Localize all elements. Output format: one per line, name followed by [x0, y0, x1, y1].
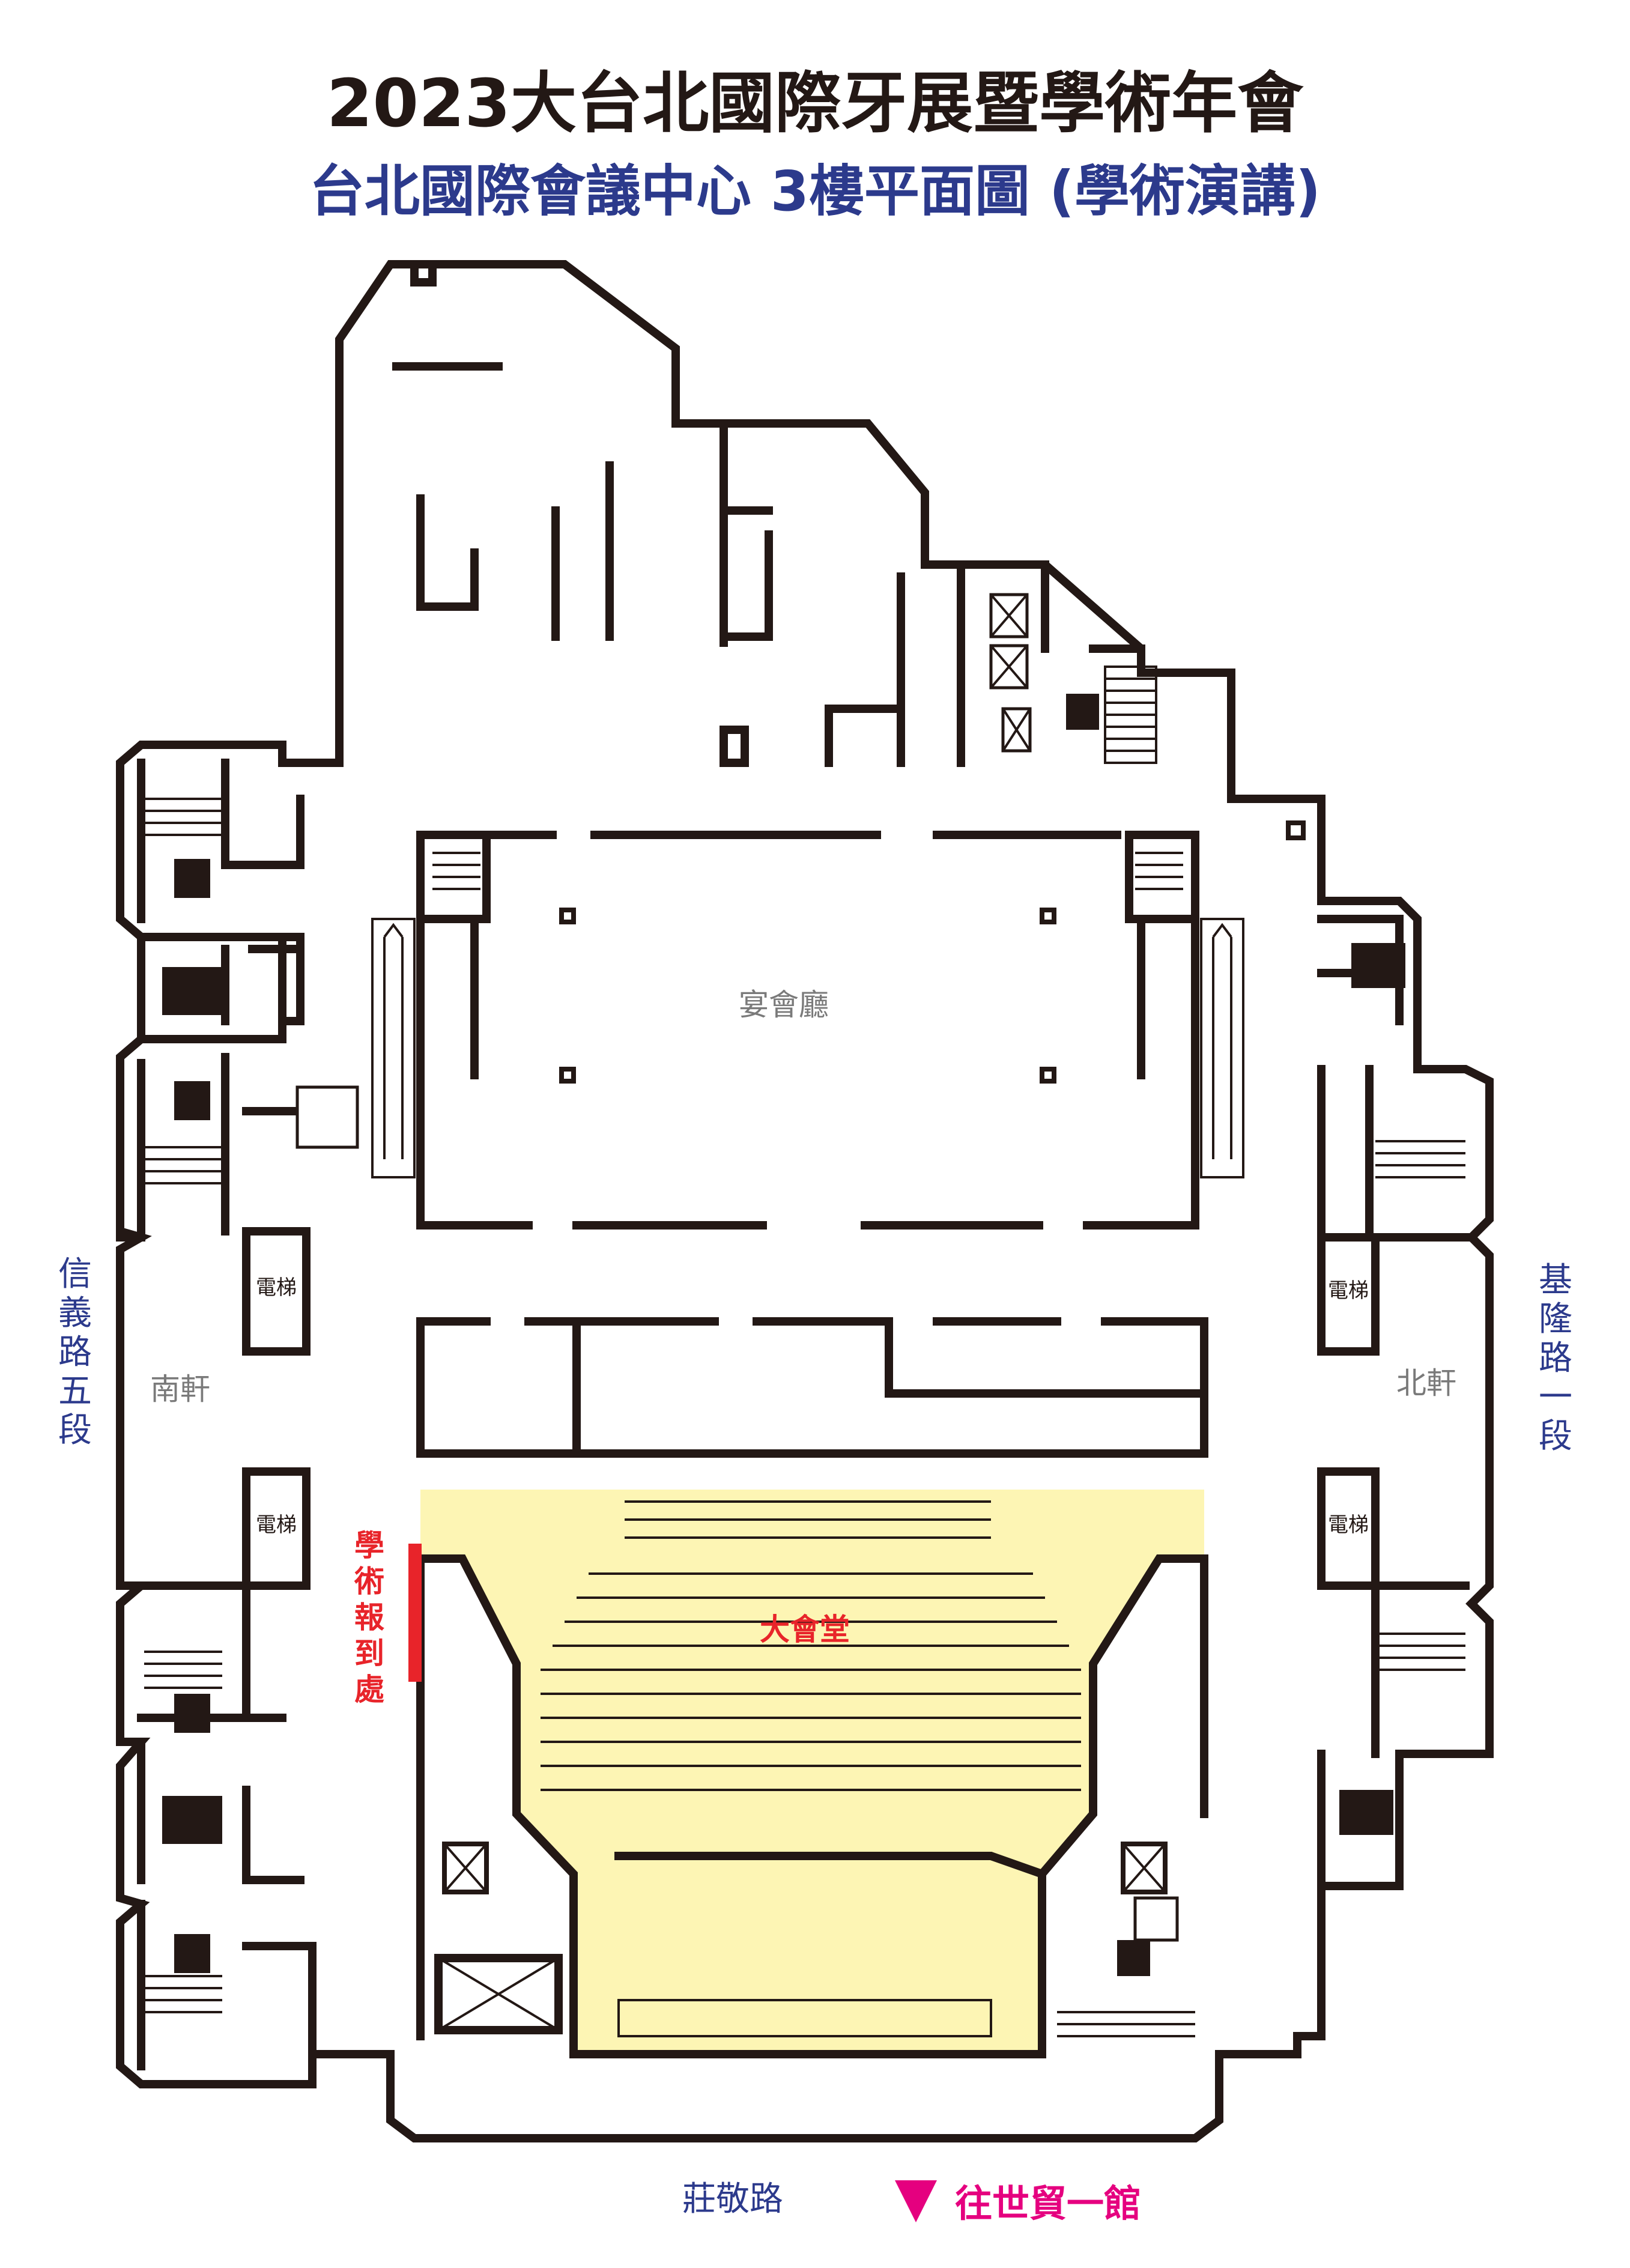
- east-stairs: [1057, 1140, 1465, 2037]
- escalator-icon: [371, 918, 416, 1178]
- registration-char: 術: [354, 1564, 384, 1599]
- stage-area: [617, 1999, 992, 2037]
- destination-label: 往世貿一館: [955, 2182, 1141, 2225]
- telephone-icon: [295, 1085, 359, 1149]
- west-street-label: 信 義 路 五 段: [58, 1255, 92, 1450]
- street-char: 路: [58, 1333, 92, 1372]
- banquet-column: [559, 1067, 576, 1084]
- stairs-treads: [1105, 678, 1156, 752]
- page-subtitle: 台北國際會議中心 3樓平面圖 (學術演講): [309, 159, 1321, 223]
- office-column: [720, 726, 749, 767]
- banquet-column: [1286, 820, 1306, 840]
- street-char: 路: [1539, 1339, 1572, 1378]
- stairs-treads: [432, 852, 480, 890]
- foyer-walls: [416, 1317, 1208, 1458]
- main-hall-area: [420, 1490, 1204, 2054]
- registration-desk: [408, 1544, 422, 1682]
- escalator-treads: [1212, 923, 1232, 1159]
- emergency-exit-icon: [174, 1081, 210, 1120]
- elevator-cross: [990, 644, 1028, 689]
- escalator-icon: [1200, 918, 1244, 1178]
- main-hall-label: 大會堂: [760, 1612, 850, 1647]
- elevator-label: 電梯: [256, 1276, 297, 1300]
- elevator-block: [242, 1227, 311, 1356]
- office-partitions: [392, 362, 1145, 767]
- street-char: 基: [1539, 1261, 1572, 1300]
- street-char: 一: [1539, 1378, 1572, 1417]
- emergency-exit-icon: [174, 1934, 210, 1973]
- emergency-exit-icon: [1066, 694, 1099, 730]
- elevator-label: 電梯: [1328, 1513, 1369, 1537]
- elevator-block: [242, 1467, 311, 1590]
- south-wing-label: 南軒: [150, 1372, 210, 1407]
- elevator-block: [1317, 1467, 1380, 1590]
- west-rooms: [116, 759, 317, 2070]
- registration-char: 到: [354, 1636, 384, 1671]
- stairs-icon: [1125, 831, 1199, 923]
- street-char: 五: [58, 1372, 92, 1411]
- registration-char: 報: [354, 1600, 384, 1635]
- elevator-cross: [990, 593, 1028, 638]
- restroom-icon: [1339, 1790, 1393, 1835]
- main-hall-walls: [416, 1554, 1208, 2058]
- office-column: [410, 260, 437, 287]
- north-office-block: [335, 260, 1235, 803]
- service-shaft-cross: [437, 1957, 560, 2031]
- stairs-treads: [1135, 852, 1183, 890]
- street-char: 信: [58, 1255, 92, 1294]
- registration-label: 學 術 報 到 處: [354, 1528, 384, 1707]
- banquet-column: [1040, 1067, 1056, 1084]
- street-char: 段: [58, 1411, 92, 1450]
- banquet-column: [559, 908, 576, 924]
- elevator-cross: [1122, 1843, 1166, 1893]
- banquet-hall-label: 宴會廳: [739, 987, 829, 1022]
- telephone-icon: [1133, 1896, 1179, 1942]
- west-stairs: [144, 798, 222, 2013]
- registration-char: 處: [354, 1672, 384, 1707]
- arrow-down-icon: [895, 2180, 937, 2222]
- page-title: 2023大台北國際牙展暨學術年會: [327, 65, 1304, 142]
- elevator-label: 電梯: [1328, 1279, 1369, 1303]
- restroom-icon: [1351, 943, 1405, 988]
- banquet-hall-walls: [416, 831, 1199, 1230]
- restroom-icon: [162, 1796, 222, 1844]
- restroom-icon: [162, 967, 222, 1015]
- north-wing-label: 北軒: [1396, 1366, 1456, 1401]
- elevator-icon: [442, 1842, 489, 1894]
- elevator-label: 電梯: [256, 1513, 297, 1537]
- elevator-block: [1317, 1233, 1380, 1356]
- elevator-icon: [1121, 1842, 1168, 1894]
- elevator-cross: [443, 1843, 488, 1893]
- main-hall-seating: [541, 1500, 1081, 1791]
- escalator-treads: [383, 923, 404, 1159]
- elevator-cross: [1002, 708, 1031, 752]
- south-street-label: 莊敬路: [682, 2180, 783, 2219]
- street-char: 隆: [1539, 1300, 1572, 1339]
- emergency-exit-icon: [174, 1694, 210, 1733]
- registration-char: 學: [354, 1528, 384, 1563]
- street-char: 義: [58, 1294, 92, 1333]
- banquet-column: [1040, 908, 1056, 924]
- emergency-exit-icon: [174, 859, 210, 898]
- emergency-exit-icon: [1117, 1940, 1150, 1976]
- service-shaft: [434, 1954, 563, 2034]
- east-street-label: 基 隆 路 一 段: [1539, 1261, 1572, 1456]
- street-char: 段: [1539, 1417, 1572, 1456]
- stairs-icon: [416, 831, 491, 923]
